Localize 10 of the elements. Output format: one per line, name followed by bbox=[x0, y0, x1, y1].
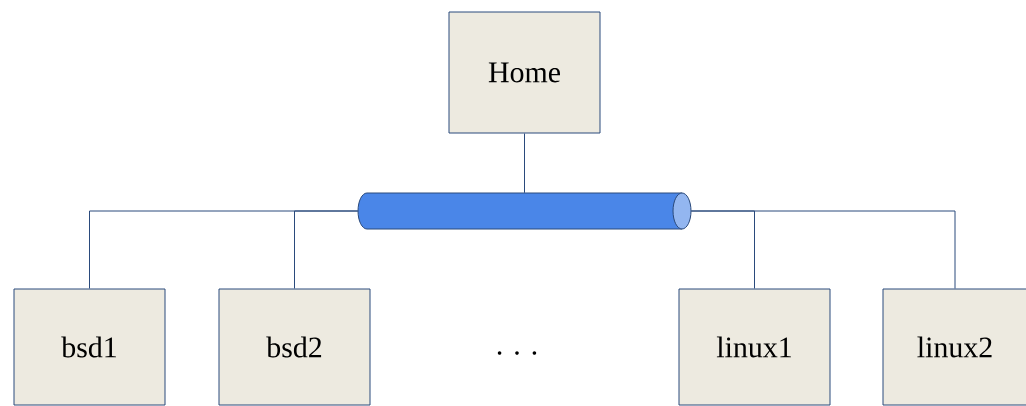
host-box: linux2 bbox=[882, 288, 1026, 406]
host-box: bsd2 bbox=[218, 288, 371, 406]
ellipsis-text: . . . bbox=[497, 351, 537, 355]
bus-cylinder bbox=[357, 192, 692, 230]
connector-line bbox=[524, 133, 525, 194]
connector-line bbox=[294, 210, 359, 289]
host-box: bsd1 bbox=[13, 288, 166, 406]
connector-line bbox=[690, 210, 956, 289]
host-box: linux1 bbox=[678, 288, 831, 406]
host-box: Home bbox=[448, 11, 601, 134]
